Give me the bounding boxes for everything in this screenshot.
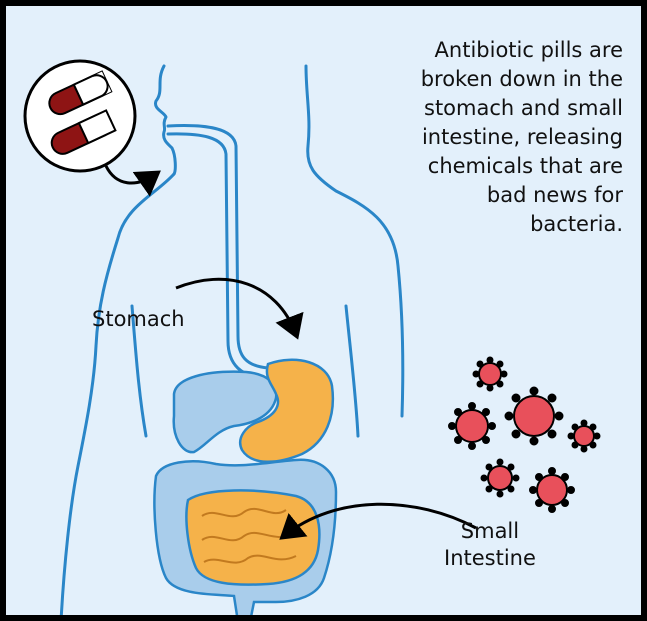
pill-bubble — [25, 61, 135, 171]
caption-text: Antibiotic pills are broken down in the … — [323, 36, 623, 239]
bacteria-icon — [449, 358, 600, 513]
esophagus — [168, 126, 268, 378]
stomach-label: Stomach — [92, 306, 185, 333]
pill-arrow — [106, 166, 156, 183]
small-intestine-label: Small Intestine — [444, 518, 536, 572]
